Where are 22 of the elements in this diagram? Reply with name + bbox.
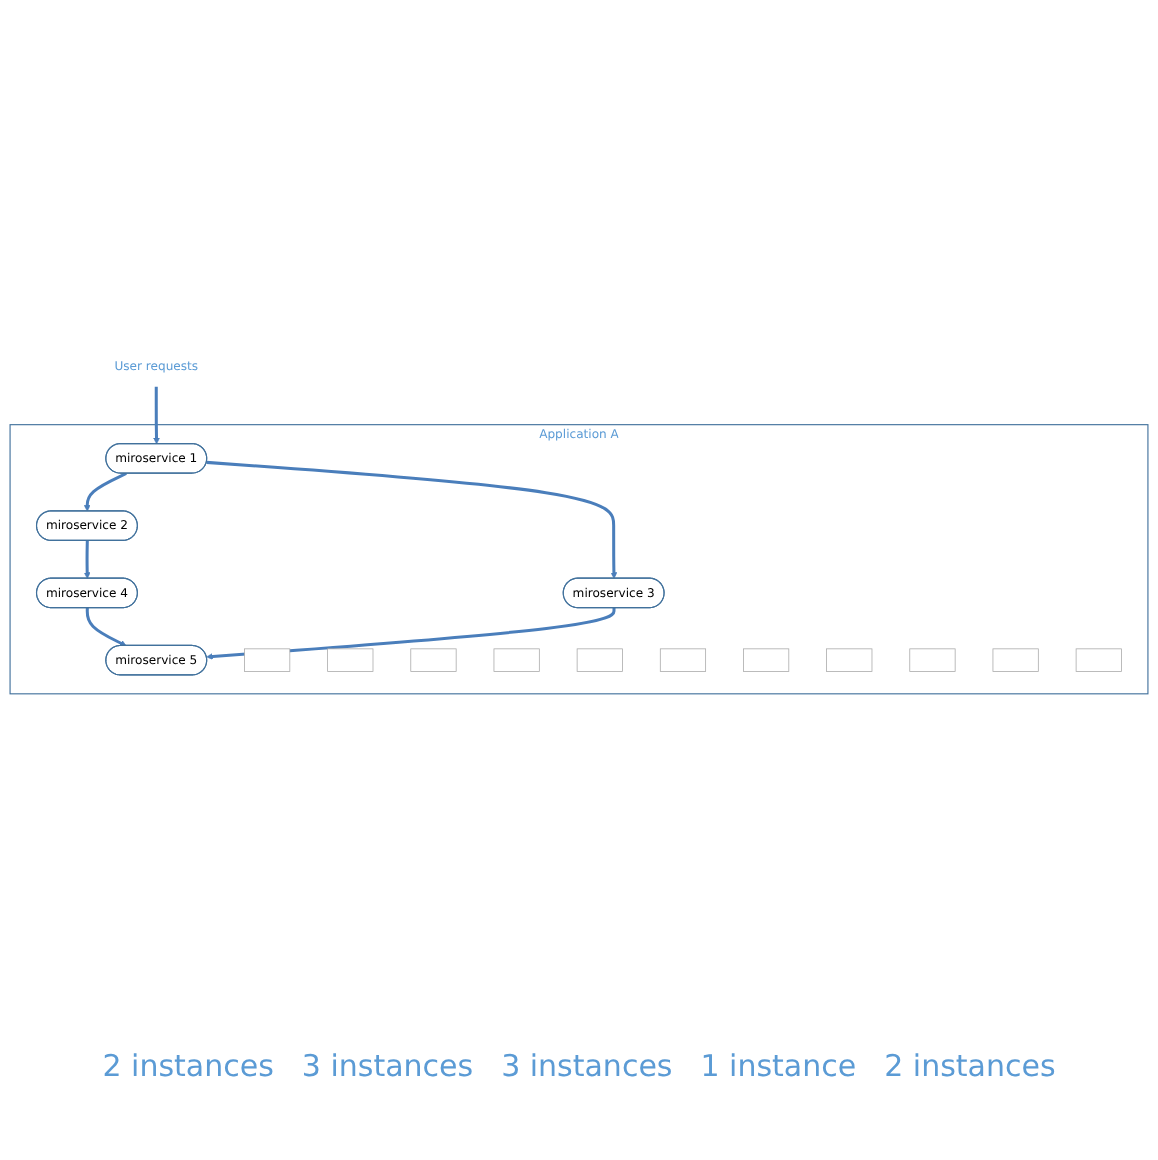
node-box	[576, 648, 623, 672]
node-box	[659, 648, 707, 672]
node-box	[410, 648, 457, 672]
node-box	[992, 648, 1039, 672]
instance-count-label: 3 instances	[501, 1048, 673, 1084]
node-box	[327, 648, 374, 672]
node-box	[909, 648, 956, 672]
node-box	[1075, 648, 1122, 672]
arrow	[206, 608, 616, 660]
node-box	[493, 648, 540, 672]
node-box	[244, 648, 291, 672]
arrow	[206, 460, 618, 579]
instance-count-label: 1 instance	[700, 1048, 857, 1084]
arrow	[83, 540, 91, 579]
instance-count-label: 2 instances	[102, 1048, 274, 1084]
node-box	[743, 648, 790, 672]
arrow	[153, 386, 160, 445]
instance-count-label: 3 instances	[301, 1048, 474, 1084]
instance-count-label: 2 instances	[884, 1048, 1056, 1084]
arrow	[85, 608, 127, 647]
arrow	[83, 472, 127, 512]
node-box	[826, 648, 873, 672]
